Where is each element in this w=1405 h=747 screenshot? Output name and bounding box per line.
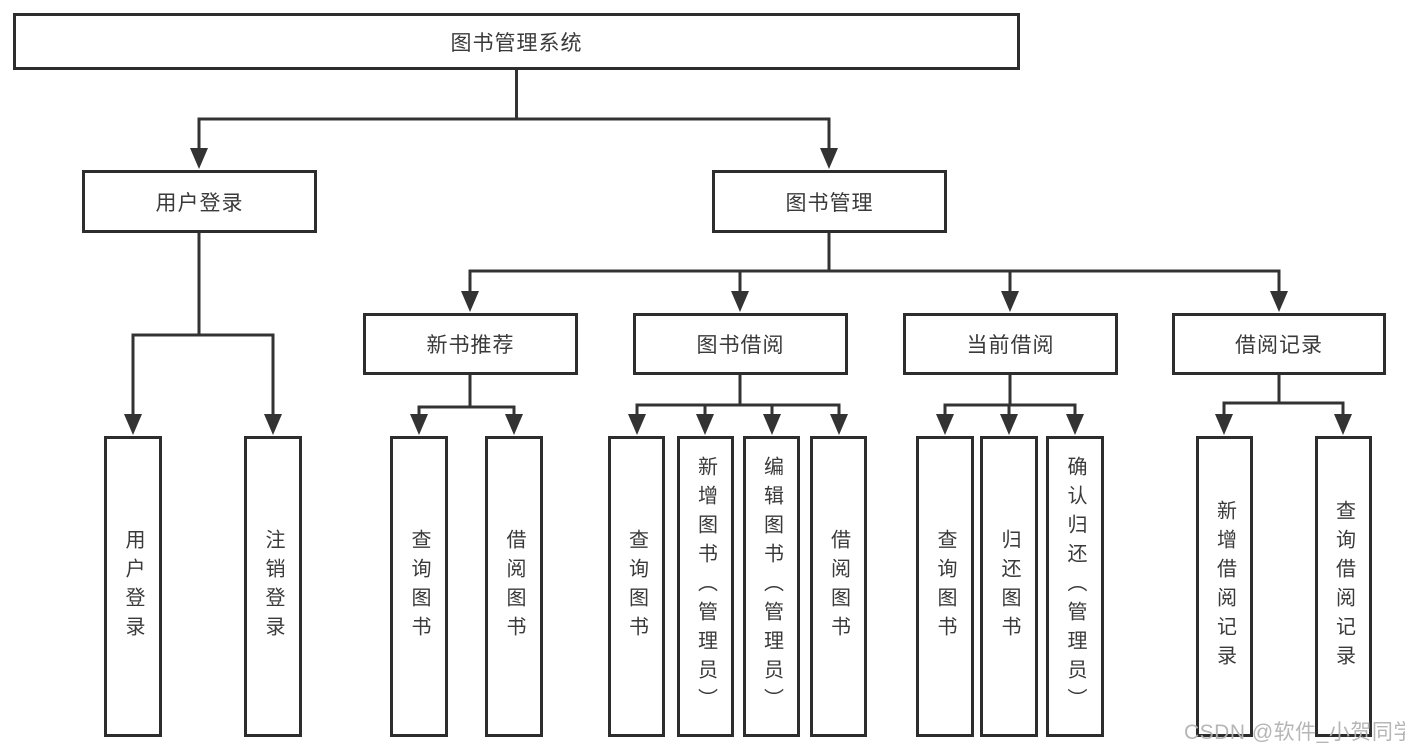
node-new-book-recommendation: 新书推荐 bbox=[363, 313, 578, 375]
leaf-query-borrow-record-label: 查询借阅记录 bbox=[1332, 499, 1355, 674]
leaf-user-login: 用户登录 bbox=[104, 436, 162, 737]
leaf-logout: 注销登录 bbox=[244, 436, 302, 737]
leaf-add-books-admin: 新增图书（管理员） bbox=[677, 436, 734, 737]
leaf-user-login-label: 用户登录 bbox=[122, 528, 144, 645]
leaf-query-books-borrowing-label: 查询图书 bbox=[625, 528, 648, 645]
node-book-borrowing-label: 图书借阅 bbox=[696, 334, 785, 357]
node-book-management-label: 图书管理 bbox=[785, 191, 874, 215]
leaf-borrow-books-borrowing: 借阅图书 bbox=[810, 436, 867, 737]
leaf-confirm-return-admin: 确认归还（管理员） bbox=[1046, 436, 1104, 737]
leaf-return-books-label: 归还图书 bbox=[998, 528, 1020, 645]
leaf-confirm-return-admin-label: 确认归还（管理员） bbox=[1064, 456, 1086, 717]
leaf-borrow-books-borrowing-label: 借阅图书 bbox=[827, 528, 850, 645]
leaf-query-books-current-label: 查询图书 bbox=[934, 528, 956, 645]
leaf-borrow-books-newbooks-label: 借阅图书 bbox=[503, 528, 525, 645]
node-book-management: 图书管理 bbox=[712, 170, 947, 233]
node-current-borrowing-label: 当前借阅 bbox=[966, 334, 1055, 357]
node-user-login-label: 用户登录 bbox=[155, 191, 244, 215]
leaf-query-books-current: 查询图书 bbox=[916, 436, 974, 737]
node-new-book-recommendation-label: 新书推荐 bbox=[426, 334, 515, 357]
leaf-add-books-admin-label: 新增图书（管理员） bbox=[694, 456, 717, 717]
leaf-query-books-newbooks-label: 查询图书 bbox=[408, 528, 430, 645]
leaf-query-books-borrowing: 查询图书 bbox=[608, 436, 665, 737]
leaf-add-borrow-record: 新增借阅记录 bbox=[1196, 436, 1253, 737]
leaf-query-borrow-record: 查询借阅记录 bbox=[1315, 436, 1372, 737]
root-node-library-system: 图书管理系统 bbox=[13, 13, 1020, 70]
leaf-logout-label: 注销登录 bbox=[262, 528, 284, 645]
node-borrowing-records: 借阅记录 bbox=[1172, 313, 1386, 375]
node-current-borrowing: 当前借阅 bbox=[903, 313, 1118, 375]
leaf-edit-books-admin-label: 编辑图书（管理员） bbox=[760, 456, 783, 717]
root-node-label: 图书管理系统 bbox=[450, 31, 583, 55]
leaf-edit-books-admin: 编辑图书（管理员） bbox=[743, 436, 800, 737]
csdn-watermark: CSDN @软件_小贺同学 bbox=[1184, 721, 1405, 744]
leaf-return-books: 归还图书 bbox=[980, 436, 1038, 737]
node-user-login: 用户登录 bbox=[82, 170, 317, 233]
leaf-add-borrow-record-label: 新增借阅记录 bbox=[1213, 499, 1236, 674]
leaf-query-books-newbooks: 查询图书 bbox=[390, 436, 448, 737]
node-borrowing-records-label: 借阅记录 bbox=[1235, 334, 1323, 357]
node-book-borrowing: 图书借阅 bbox=[633, 313, 848, 375]
leaf-borrow-books-newbooks: 借阅图书 bbox=[485, 436, 543, 737]
